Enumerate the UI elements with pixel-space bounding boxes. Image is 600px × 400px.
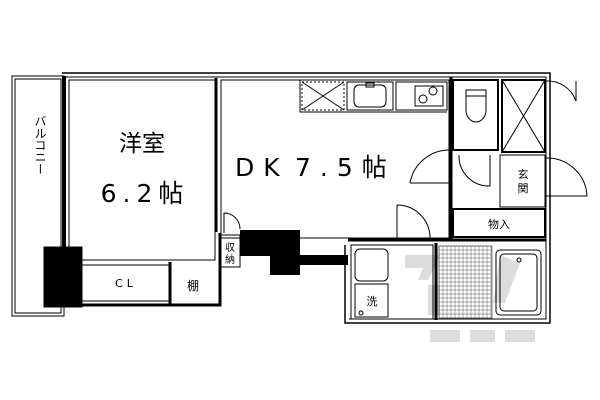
dk-size: 7.5帖 bbox=[295, 153, 396, 182]
western-room-size: 6.2帖 bbox=[101, 179, 190, 208]
washer-label: 洗 bbox=[367, 295, 378, 308]
closet-label: CL bbox=[115, 277, 137, 290]
western-room-name: 洋室 bbox=[119, 131, 165, 157]
dining-kitchen bbox=[220, 79, 451, 275]
entrance-label-bottom: 関 bbox=[518, 182, 529, 195]
entrance-label-top: 玄 bbox=[518, 167, 529, 181]
storage-label-top: 収 bbox=[225, 242, 235, 254]
shelf-label: 棚 bbox=[187, 278, 199, 293]
toilet-entrance-area bbox=[449, 77, 588, 240]
storage-label-bottom: 納 bbox=[225, 253, 235, 266]
washroom-bath bbox=[348, 238, 546, 320]
western-room bbox=[43, 78, 222, 308]
balcony-label: バルコニー bbox=[33, 115, 47, 175]
watermark-logo bbox=[405, 255, 535, 342]
storeroom-label: 物入 bbox=[488, 217, 510, 231]
dk-name: DK bbox=[235, 153, 289, 182]
